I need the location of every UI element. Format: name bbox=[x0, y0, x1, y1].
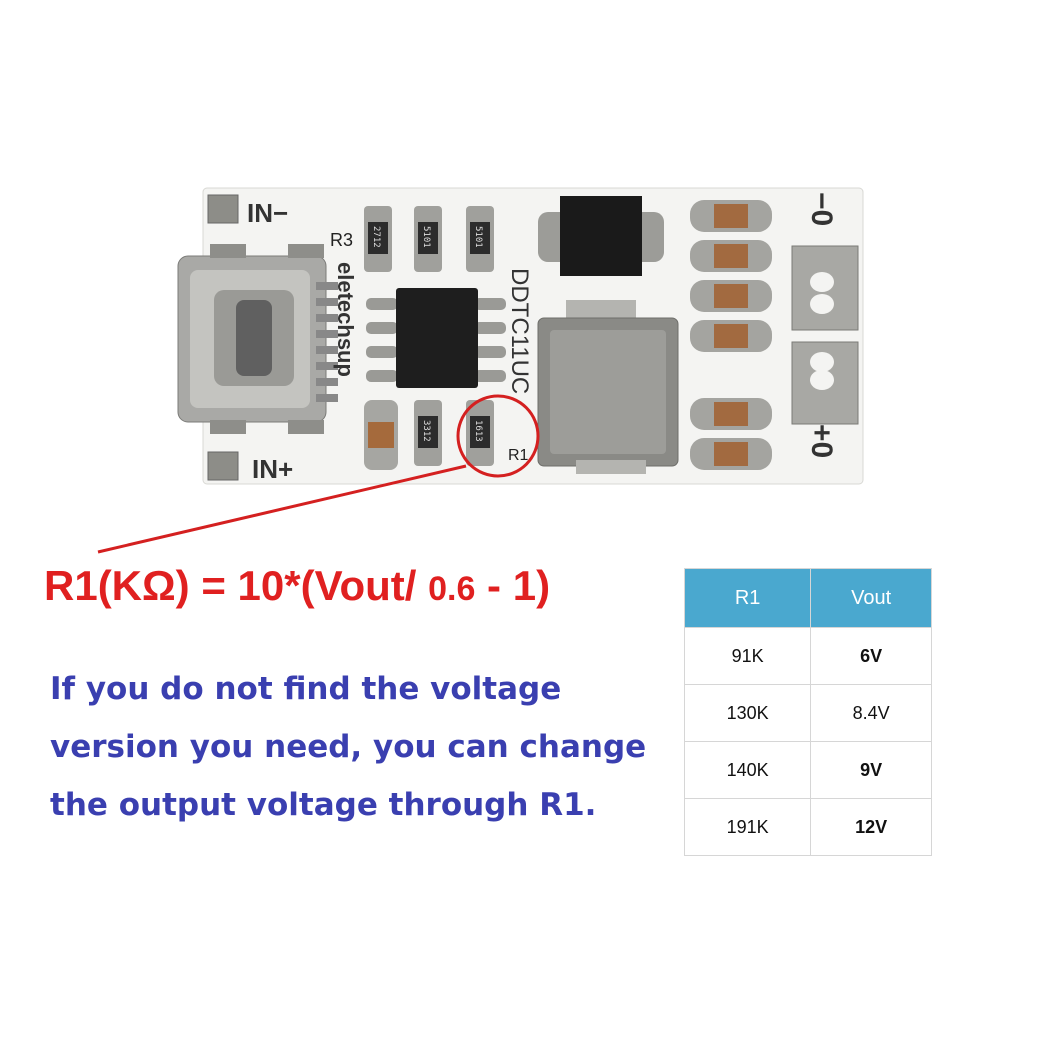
table-header-row: R1 Vout bbox=[683, 568, 932, 628]
in-minus-pad bbox=[207, 194, 239, 224]
ic-chip bbox=[366, 288, 506, 388]
smd-resistor-bottom: 3312 bbox=[414, 400, 442, 466]
in-plus-label: IN+ bbox=[252, 454, 293, 484]
note-line-2: version you need, you can change bbox=[50, 729, 647, 765]
smd-resistor-top-2: 5101 bbox=[414, 206, 442, 272]
r1-value: 91K bbox=[683, 627, 812, 685]
r1-vout-table: R1 Vout 91K 6V 130K 8.4V 140K 9V 191K 12… bbox=[683, 568, 932, 856]
smd-resistor-r3: 2712 bbox=[364, 206, 392, 272]
smd-capacitor-bottom bbox=[364, 400, 398, 470]
formula-suffix: - 1) bbox=[475, 562, 551, 609]
table-row: 130K 8.4V bbox=[683, 684, 932, 742]
model-silkscreen: DDTC11UC bbox=[506, 268, 533, 394]
note-line-3: the output voltage through R1. bbox=[50, 787, 597, 823]
r1-value: 140K bbox=[683, 741, 812, 799]
schottky-diode bbox=[538, 196, 664, 276]
out-plus-label: +0 bbox=[805, 424, 838, 458]
svg-text:2712: 2712 bbox=[371, 226, 381, 248]
table-row: 191K 12V bbox=[683, 798, 932, 856]
svg-text:3312: 3312 bbox=[421, 420, 431, 442]
svg-text:5101: 5101 bbox=[473, 226, 483, 248]
in-minus-label: IN− bbox=[247, 198, 288, 228]
usb-c-connector bbox=[177, 244, 338, 434]
vout-value: 6V bbox=[810, 627, 932, 685]
output-pads bbox=[791, 245, 859, 425]
r1-value: 191K bbox=[683, 798, 812, 856]
brand-silkscreen: eletechsup bbox=[333, 262, 358, 377]
r1-value: 130K bbox=[683, 684, 812, 742]
note-line-1: If you do not find the voltage bbox=[50, 671, 562, 707]
smd-resistor-r1: 1613 bbox=[466, 400, 494, 466]
in-plus-pad bbox=[207, 451, 239, 481]
r1-formula: R1(KΩ) = 10*(Vout/ 0.6 - 1) bbox=[44, 562, 550, 610]
table-row: 140K 9V bbox=[683, 741, 932, 799]
r1-highlight-circle bbox=[456, 394, 540, 478]
capacitor-bank bbox=[690, 200, 772, 470]
pcb-photo: IN− IN+ R3 eletechsup DDTC11UC 2712 5101 bbox=[97, 187, 864, 554]
pcb-board-illustration: IN− IN+ R3 eletechsup DDTC11UC 2712 5101 bbox=[97, 187, 864, 554]
formula-divisor: 0.6 bbox=[428, 570, 476, 608]
smd-resistor-top-3: 5101 bbox=[466, 206, 494, 272]
table-row: 91K 6V bbox=[683, 627, 932, 685]
out-minus-label: −0 bbox=[805, 192, 838, 226]
formula-prefix: R1(KΩ) = 10*(Vout/ bbox=[44, 562, 429, 609]
r1-label: R1 bbox=[508, 447, 529, 464]
vout-value: 12V bbox=[810, 798, 932, 856]
power-inductor bbox=[537, 300, 679, 474]
vout-value: 8.4V bbox=[810, 684, 932, 742]
r1-pointer-line bbox=[97, 464, 467, 554]
header-vout: Vout bbox=[810, 568, 932, 628]
svg-text:5101: 5101 bbox=[421, 226, 431, 248]
r3-label: R3 bbox=[330, 230, 353, 250]
voltage-change-note: If you do not find the voltage version y… bbox=[50, 660, 670, 834]
header-r1: R1 bbox=[683, 568, 812, 628]
svg-text:1613: 1613 bbox=[473, 420, 483, 442]
vout-value: 9V bbox=[810, 741, 932, 799]
